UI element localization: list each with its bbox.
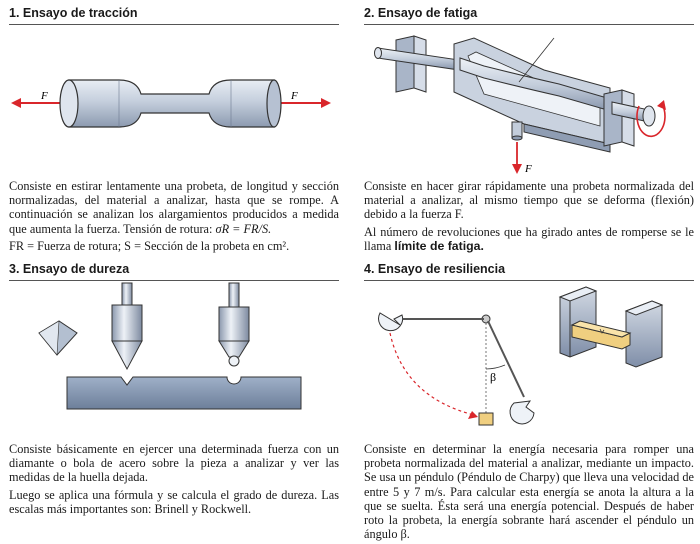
swing-path	[389, 332, 475, 416]
heading-rule	[9, 280, 339, 281]
description-2: Al número de revoluciones que ha girado …	[364, 224, 694, 253]
panel-text: Consiste básicamente en ejercer una dete…	[9, 442, 339, 519]
specimen-right-end	[266, 79, 282, 128]
panel-heading: 1. Ensayo de tracción	[9, 6, 138, 20]
description: Consiste en determinar la energía necesa…	[364, 442, 694, 542]
panel-heading: 4. Ensayo de resiliencia	[364, 262, 506, 276]
rotation-arrow	[636, 103, 666, 138]
panel-text: Consiste en hacer girar rápidamente una …	[364, 179, 694, 256]
description-2: Luego se aplica una fórmula y se calcula…	[9, 487, 339, 516]
hardness-test-diagram	[38, 282, 302, 410]
panel-heading: 2. Ensayo de fatiga	[364, 6, 478, 20]
fatigue-test-diagram: F	[374, 35, 666, 175]
diamond-indenter-tip	[111, 340, 143, 371]
panel-text: Consiste en determinar la energía necesa…	[364, 442, 694, 544]
ball-indenter-shank	[228, 282, 240, 308]
angle-label: β	[490, 370, 496, 384]
panel-traccion: 1. Ensayo de tracción F F Consiste en es…	[9, 6, 339, 261]
heading-rule	[364, 280, 694, 281]
charpy-pendulum-diagram: β	[378, 286, 664, 426]
legend: FR = Fuerza de rotura; S = Sección de la…	[9, 238, 290, 253]
description: Consiste en estirar lentamente una probe…	[9, 179, 339, 236]
description: Consiste en hacer girar rápidamente una …	[364, 179, 694, 222]
force-label-left: F	[40, 90, 48, 102]
heading-rule	[9, 24, 339, 25]
formula: σR = FR/S.	[215, 221, 272, 236]
description: Consiste básicamente en ejercer una dete…	[9, 442, 339, 485]
highlight-term: límite de fatiga.	[394, 238, 484, 253]
panel-heading: 3. Ensayo de dureza	[9, 262, 130, 276]
steel-ball	[228, 355, 240, 367]
diamond-indenter-shank	[121, 282, 133, 306]
panel-resiliencia: 4. Ensayo de resiliencia β	[364, 262, 694, 541]
hammer-start	[378, 312, 404, 332]
specimen-pointer	[518, 37, 555, 83]
arrowhead-right	[321, 98, 331, 108]
shaft-end	[642, 105, 656, 127]
arrowhead-left	[11, 98, 21, 108]
pendulum-arm-end	[487, 320, 525, 398]
panel-text: Consiste en estirar lentamente una probe…	[9, 179, 339, 256]
panel-fatiga: 2. Ensayo de fatiga	[364, 6, 694, 261]
hammer-end	[509, 400, 535, 425]
panel-dureza: 3. Ensayo de dureza Consiste	[9, 262, 339, 537]
right-bearing	[603, 89, 623, 147]
tension-specimen	[68, 79, 275, 128]
tension-test-diagram: F F	[11, 79, 331, 128]
left-bearing	[395, 35, 415, 93]
test-plate	[66, 376, 302, 410]
heading-rule	[364, 24, 694, 25]
force-label: F	[524, 163, 532, 175]
charpy-specimen	[478, 412, 494, 426]
force-label-right: F	[290, 90, 298, 102]
specimen-left-end	[59, 79, 79, 128]
